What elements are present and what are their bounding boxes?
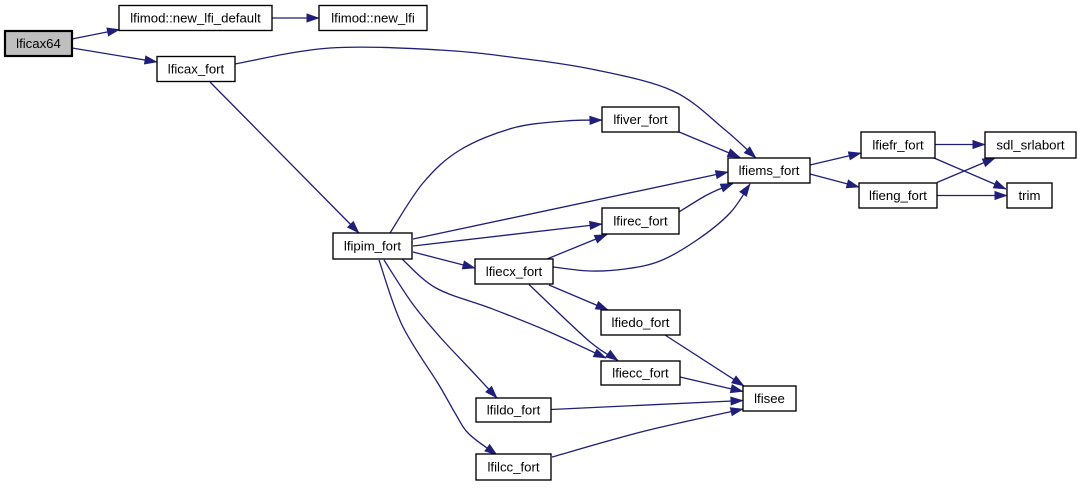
svg-text:lficax64: lficax64 bbox=[16, 36, 61, 51]
svg-text:lfildo_fort: lfildo_fort bbox=[487, 403, 541, 418]
svg-text:sdl_srlabort: sdl_srlabort bbox=[996, 138, 1065, 153]
svg-text:lficax_fort: lficax_fort bbox=[168, 62, 225, 77]
svg-text:lfirec_fort: lfirec_fort bbox=[613, 214, 668, 229]
svg-text:trim: trim bbox=[1019, 188, 1041, 203]
svg-text:lfiver_fort: lfiver_fort bbox=[613, 112, 668, 127]
svg-text:lfiecx_fort: lfiecx_fort bbox=[486, 264, 543, 279]
svg-text:lfiefr_fort: lfiefr_fort bbox=[872, 138, 924, 153]
svg-text:lfilcc_fort: lfilcc_fort bbox=[487, 460, 539, 475]
svg-text:lfieng_fort: lfieng_fort bbox=[869, 188, 927, 203]
svg-text:lfiems_fort: lfiems_fort bbox=[739, 163, 800, 178]
svg-text:lfiedo_fort: lfiedo_fort bbox=[612, 315, 670, 330]
svg-text:lfiecc_fort: lfiecc_fort bbox=[612, 366, 669, 381]
svg-text:lfisee: lfisee bbox=[754, 391, 785, 406]
svg-text:lfimod::new_lfi_default: lfimod::new_lfi_default bbox=[130, 11, 261, 26]
svg-text:lfipim_fort: lfipim_fort bbox=[344, 239, 401, 254]
svg-text:lfimod::new_lfi: lfimod::new_lfi bbox=[331, 11, 415, 26]
